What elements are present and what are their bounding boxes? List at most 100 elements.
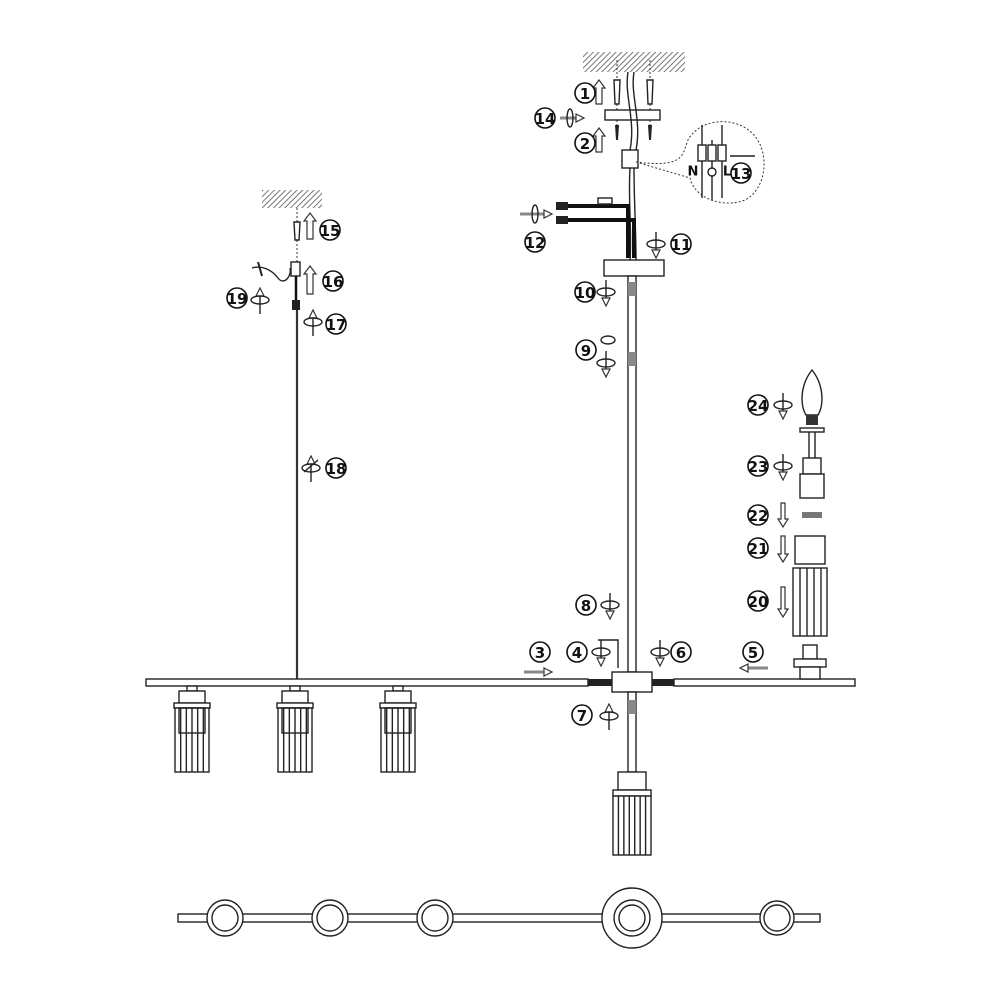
rotate-arrow-icon [773,454,793,482]
left-ceiling [262,190,322,208]
step-label-9: 9 [575,339,597,361]
step-label-11: 11 [670,233,692,255]
step-number: 9 [581,342,591,360]
step-number: 3 [535,644,545,662]
step-number: 2 [580,135,590,153]
arrow-horizontal-icon [560,113,586,123]
step-number: 14 [535,110,556,128]
step-number: 18 [326,460,347,478]
step-label-18: 18 [325,457,347,479]
step-label-5: 5 [742,641,764,663]
wall-anchor [293,221,301,241]
step-number: 19 [227,290,248,308]
arrow-down-icon [776,535,790,564]
hook-bracket [290,261,301,277]
step-label-19: 19 [226,287,248,309]
step-label-13: 13 [730,162,752,184]
cable-grip-lever [251,266,292,282]
wiring-detail-callout [635,121,765,204]
rotate-arrow-icon [596,280,616,308]
neutral-wire-label: N [688,165,699,180]
canopy [603,259,665,277]
step-number: 21 [748,540,769,558]
step-number: 20 [748,593,769,611]
arrow-down-icon [776,586,790,619]
shade-cup [794,535,826,565]
step-number: 12 [525,234,546,252]
socket-ring [799,427,825,433]
step-label-14: 14 [534,107,556,129]
bottom-view [177,887,821,949]
step-label-24: 24 [747,394,769,416]
arrow-horizontal-icon [524,667,554,677]
arrow-down-icon [776,502,790,529]
glass-shade [792,567,828,637]
right-ceiling [583,52,685,72]
step-label-15: 15 [319,219,341,241]
step-number: 8 [581,597,591,615]
threaded-ring [802,512,822,518]
step-label-22: 22 [747,504,769,526]
step-label-3: 3 [529,641,551,663]
arrow-horizontal-icon [520,209,554,219]
step-label-20: 20 [747,590,769,612]
arrow-up-icon [591,127,607,153]
mounting-bracket [604,109,661,121]
rotate-arrow-icon [599,702,619,730]
step-number: 16 [323,273,344,291]
step-number: 10 [575,284,596,302]
pendant-shade [379,685,417,773]
step-number: 11 [671,236,692,254]
rotate-arrow-icon [600,593,620,621]
step-number: 22 [748,507,769,525]
socket [802,457,822,475]
step-label-2: 2 [574,132,596,154]
live-wire-label: L [723,165,731,180]
step-number: 24 [748,397,769,415]
step-label-8: 8 [575,594,597,616]
rotate-arrow-icon [303,308,323,336]
rotate-arrow-icon [591,640,611,668]
step-label-10: 10 [574,281,596,303]
step-number: 17 [326,316,347,334]
rotate-arrow-icon [250,286,270,314]
step-label-7: 7 [571,704,593,726]
arrow-up-icon [302,265,318,295]
step-number: 5 [748,644,758,662]
rotate-arrow-icon [650,640,670,668]
step-number: 1 [580,85,590,103]
center-pendant-shade [612,691,652,856]
threaded-nipple [802,644,818,660]
step-label-16: 16 [322,270,344,292]
light-bar [145,639,856,693]
step-label-1: 1 [574,82,596,104]
step-label-12: 12 [524,231,546,253]
terminal-block [621,149,639,169]
step-number: 15 [320,222,341,240]
rotate-arrow-icon [773,393,793,421]
pendant-shade [276,685,314,773]
center-connector [611,671,653,693]
right-suspension: N L [556,52,765,673]
bulb [801,368,823,416]
pendant-shade [173,685,211,773]
step-number: 6 [676,644,686,662]
step-number: 23 [748,458,769,476]
step-number: 4 [572,644,582,662]
step-label-6: 6 [670,641,692,663]
down-rod [627,275,637,673]
shade-component-stack [792,368,828,680]
arrow-up-icon [591,79,607,105]
arrow-up-icon [302,212,318,240]
rotate-arrow-icon [596,351,616,379]
left-suspension [251,190,322,680]
cable-grip [292,300,300,310]
rotate-arrow-icon [646,232,666,260]
step-label-17: 17 [325,313,347,335]
step-number: 7 [577,707,587,725]
step-label-21: 21 [747,537,769,559]
step-label-4: 4 [566,641,588,663]
split-ring-icon [600,335,616,345]
